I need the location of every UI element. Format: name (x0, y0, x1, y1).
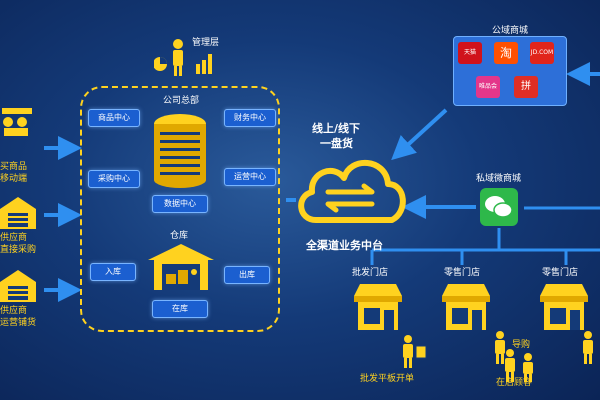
outbound-pill: 出库 (224, 266, 270, 284)
supplier-warehouse-icon (0, 197, 36, 229)
retail-store-1-label: 零售门店 (444, 268, 481, 278)
online-offline-line-2: 一盘货 (320, 137, 353, 150)
manager-label: 管理层 (192, 38, 220, 48)
pdd-icon: 拼 (514, 76, 538, 98)
warehouse-icon (148, 244, 214, 290)
in-store-customer-label: 在店顾客 (496, 378, 533, 388)
stores-connector (370, 206, 600, 265)
data-center-pill: 数据中心 (152, 195, 208, 213)
vip-icon: 唯品会 (476, 76, 500, 98)
platform-title: 全渠道业务中台 (306, 239, 383, 252)
online-offline-line-1: 线上/线下 (312, 122, 361, 135)
retail-store-2-icon (540, 284, 588, 330)
guide-person-icon (495, 331, 505, 364)
hq-dashed-box (80, 86, 280, 332)
warehouse-title: 仓库 (170, 231, 189, 241)
buyer-icon (2, 108, 32, 136)
left-item-3-line-2: 运营铺货 (0, 318, 37, 328)
left-item-2-line-1: 供应商 (0, 233, 28, 243)
purchase-center-pill: 采购中心 (88, 170, 140, 188)
wholesale-store-icon (354, 284, 402, 330)
product-center-pill: 商品中心 (88, 109, 140, 127)
finance-center-pill: 财务中心 (224, 109, 276, 127)
customer-icon (505, 349, 533, 382)
supplier-ops-warehouse-icon (0, 270, 36, 302)
left-item-2-line-2: 直接采购 (0, 245, 37, 255)
private-mall-title: 私域微商城 (476, 174, 522, 184)
guide-label: 导购 (512, 340, 531, 350)
left-item-1-line-1: 买商品 (0, 162, 28, 172)
tmall-icon: 天猫 (458, 42, 482, 64)
retail-store-2-label: 零售门店 (542, 268, 579, 278)
arrow-mall-to-platform (391, 108, 448, 161)
inbound-pill: 入库 (90, 263, 136, 281)
hq-title: 公司总部 (163, 96, 200, 106)
wechat-icon (485, 196, 513, 218)
left-item-1-line-2: 移动端 (0, 174, 28, 184)
jd-icon: JD.COM (530, 42, 554, 64)
taobao-icon: 淘 (494, 42, 518, 64)
manager-icon (154, 39, 212, 76)
left-item-3-line-1: 供应商 (0, 306, 28, 316)
edge-person-icon (583, 331, 593, 364)
in-stock-pill: 在库 (152, 300, 208, 318)
wholesale-store-label: 批发门店 (352, 268, 389, 278)
hq-building-icon (154, 114, 206, 188)
tablet-person-icon (403, 335, 427, 368)
cloud-icon (298, 160, 406, 223)
retail-store-1-icon (442, 284, 490, 330)
public-mall-title: 公域商城 (492, 26, 529, 36)
tablet-order-label: 批发平板开单 (360, 374, 415, 384)
operation-center-pill: 运营中心 (224, 168, 276, 186)
